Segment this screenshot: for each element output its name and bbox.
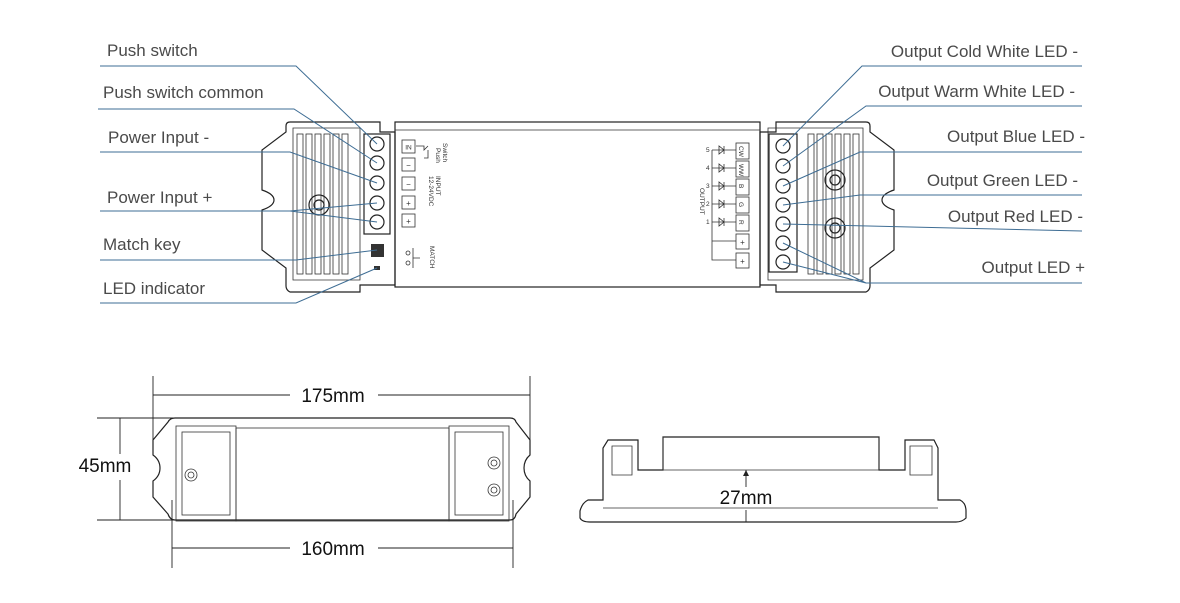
dimension-length: 175mm <box>301 386 364 407</box>
terminal-led-plus-2 <box>775 254 791 270</box>
marking-cw: CW <box>737 146 744 158</box>
marking-input: INPUT <box>434 176 441 196</box>
terminal-led-plus-1 <box>775 235 791 251</box>
leader-cold-white <box>782 65 1082 147</box>
leader-led-indicator <box>100 267 378 304</box>
leader-power-input-minus <box>100 151 378 184</box>
leader-push-switch-common <box>98 108 378 164</box>
marking-r: R <box>737 220 744 225</box>
label-warm-white: Output Warm White LED - <box>878 82 1075 101</box>
leader-blue <box>782 151 1082 187</box>
dimension-top-view: 175mm 45mm 160mm <box>79 376 531 568</box>
marking-output: OUTPUT <box>698 188 705 215</box>
dimension-inner-length: 160mm <box>301 539 364 560</box>
terminal-power-plus-2 <box>369 214 385 230</box>
right-callouts: Output Cold White LED - Output Warm Whit… <box>782 42 1086 284</box>
marking-switch: Switch <box>441 143 448 163</box>
marking-minus-2: − <box>406 180 411 189</box>
leader-red <box>782 223 1083 232</box>
marking-push: Push <box>434 148 441 163</box>
leader-push-switch <box>100 65 378 145</box>
marking-minus-1: − <box>406 161 411 170</box>
label-led-indicator: LED indicator <box>103 279 205 298</box>
left-callouts: Push switch Push switch common Power Inp… <box>98 41 378 304</box>
terminal-power-plus-1 <box>369 195 385 211</box>
output-markings: CW WW B G R + + 5 4 3 2 1 OUTPUT <box>698 142 750 269</box>
leader-power-input-plus <box>100 202 378 223</box>
marking-ch3: 3 <box>706 183 710 190</box>
label-power-input-minus: Power Input - <box>108 128 209 147</box>
terminal-cw <box>775 138 791 154</box>
terminal-blue <box>775 178 791 194</box>
label-push-switch: Push switch <box>107 41 198 60</box>
marking-ch4: 4 <box>706 165 710 172</box>
right-mounting-screw-bottom <box>824 217 846 239</box>
match-key-button[interactable] <box>371 244 384 257</box>
output-terminal-block <box>768 133 798 273</box>
marking-plus-2: + <box>406 217 411 226</box>
terminal-power-minus <box>369 175 385 191</box>
label-led-plus: Output LED + <box>982 258 1086 277</box>
leader-match-key <box>100 249 378 261</box>
marking-voltage: 12-24VDC <box>427 176 434 207</box>
marking-g: G <box>737 202 744 207</box>
input-markings: IN − − + + Switch Push INPUT 12-24VDC MA… <box>401 139 448 269</box>
marking-plus-1: + <box>406 199 411 208</box>
dimension-height: 27mm <box>720 488 773 509</box>
right-mounting-screw-top <box>824 169 846 191</box>
terminal-push-common <box>369 155 385 171</box>
leader-green <box>782 194 1082 206</box>
input-terminal-block <box>363 133 391 235</box>
label-push-switch-common: Push switch common <box>103 83 264 102</box>
marking-out-plus-1: + <box>740 238 745 247</box>
right-heatsink-rails <box>807 133 860 275</box>
label-power-input-plus: Power Input + <box>107 188 212 207</box>
label-red: Output Red LED - <box>948 207 1083 226</box>
marking-ww: WW <box>737 164 744 177</box>
device-top-view: IN − − + + Switch Push INPUT 12-24VDC MA… <box>261 121 895 293</box>
marking-ch5: 5 <box>706 147 710 154</box>
dimension-side-view: 27mm <box>579 436 967 523</box>
marking-ch2: 2 <box>706 201 710 208</box>
marking-out-plus-2: + <box>740 257 745 266</box>
label-cold-white: Output Cold White LED - <box>891 42 1078 61</box>
terminal-green <box>775 197 791 213</box>
dimension-width: 45mm <box>79 456 132 477</box>
leader-led-plus <box>782 242 1082 284</box>
left-heatsink-rails <box>296 133 349 275</box>
marking-ch1: 1 <box>706 219 710 226</box>
label-blue: Output Blue LED - <box>947 127 1085 146</box>
terminal-push-switch <box>369 136 385 152</box>
label-green: Output Green LED - <box>927 171 1078 190</box>
leader-warm-white <box>782 105 1082 167</box>
label-match-key: Match key <box>103 235 181 254</box>
marking-in: IN <box>405 145 412 152</box>
terminal-ww <box>775 158 791 174</box>
marking-b: B <box>737 184 744 188</box>
marking-match: MATCH <box>428 246 435 269</box>
